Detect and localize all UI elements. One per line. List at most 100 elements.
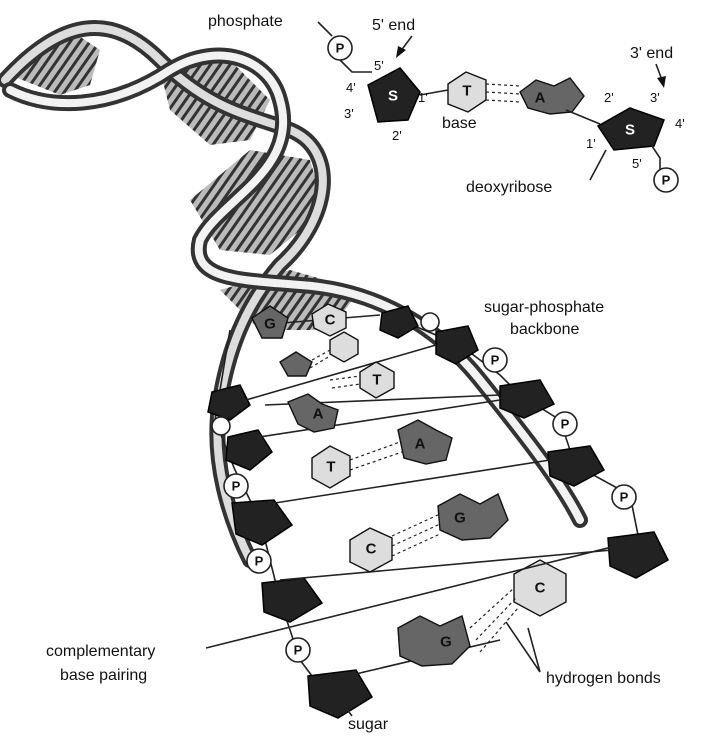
label-backbone-line2: backbone <box>510 321 579 338</box>
phosphate-link <box>339 59 372 73</box>
label-complementary-line1: complementary <box>46 643 155 660</box>
sugar-pentagon <box>225 429 273 471</box>
hydrogen-bonds-leader <box>505 621 541 673</box>
svg-text:S: S <box>388 88 398 105</box>
svg-text:G: G <box>440 634 452 651</box>
label-complementary-line2: base pairing <box>60 667 147 684</box>
svg-text:P: P <box>232 479 241 494</box>
right-sugars <box>379 305 669 579</box>
phosphate-circle <box>211 416 231 436</box>
svg-text:P: P <box>255 554 264 569</box>
phosphate-circle: P <box>611 484 637 510</box>
label-base: base <box>442 115 477 132</box>
svg-text:P: P <box>620 490 629 505</box>
arrow-head-icon <box>396 46 406 58</box>
helix-rungs-3 <box>190 150 325 255</box>
label-sugar: sugar <box>348 716 389 733</box>
labels: phosphate 5' end 3' end base deoxyribose… <box>46 13 673 733</box>
svg-text:T: T <box>326 459 335 476</box>
base-shape-pyrimidine <box>311 445 351 489</box>
sugar-pentagon <box>435 325 479 365</box>
label-5-end: 5' end <box>372 17 415 34</box>
sugar-pentagon <box>499 379 556 419</box>
hydrogen-bond-dashes <box>309 349 331 369</box>
label-3-end: 3' end <box>630 45 673 62</box>
svg-text:5': 5' <box>632 156 642 171</box>
left-sugars <box>207 384 374 719</box>
svg-text:5': 5' <box>374 58 384 73</box>
phosphate-circle: P <box>482 347 508 373</box>
base-shape-purine <box>437 492 509 541</box>
svg-text:1': 1' <box>418 90 428 105</box>
base-pair-5: T A <box>311 419 453 489</box>
sugar-pentagon <box>547 445 606 487</box>
base-pair-7: G C <box>397 559 567 667</box>
sugar-pentagon <box>261 577 324 623</box>
hydrogen-bond-dashes <box>485 83 521 103</box>
rung-line <box>245 344 437 401</box>
base-pairs: G C T A T A <box>239 303 613 681</box>
phosphate-circle: P <box>223 473 249 499</box>
base-shape-purine <box>397 419 453 465</box>
svg-text:G: G <box>454 510 466 527</box>
label-backbone-line1: sugar-phosphate <box>484 299 604 316</box>
base-shape-purine <box>251 305 289 339</box>
base-shape-pyrimidine: T <box>447 71 487 113</box>
base-shape-purine <box>287 393 339 433</box>
svg-text:C: C <box>366 541 377 558</box>
base-pair-1: G C <box>251 303 347 339</box>
sugar-pentagon <box>379 305 419 339</box>
base-shape-purine: A <box>519 77 585 115</box>
svg-text:C: C <box>325 312 336 329</box>
hydrogen-bond-dashes <box>391 513 441 557</box>
label-hydrogen-bonds: hydrogen bonds <box>546 670 661 687</box>
ladder-phosphates: P P P P P P <box>211 312 637 663</box>
arrow-head-icon <box>657 76 666 88</box>
hydrogen-bond-dashes <box>349 441 403 471</box>
sugar-pentagon <box>231 499 294 546</box>
base-shape-pyrimidine <box>349 527 393 573</box>
helix-rungs-1 <box>10 30 100 95</box>
double-helix <box>0 20 588 568</box>
sugar-pentagon: S <box>367 67 421 123</box>
nucleotide-inset: P S T A S P <box>317 21 685 193</box>
svg-text:3': 3' <box>650 90 660 105</box>
base-shape-pyrimidine <box>329 331 359 363</box>
svg-text:3': 3' <box>344 106 354 121</box>
phosphate-circle: P <box>653 167 679 193</box>
phosphate-circle: P <box>285 637 311 663</box>
sugar-pentagon <box>307 669 374 719</box>
rung-line <box>239 399 501 441</box>
base-shape-pyrimidine <box>513 559 567 617</box>
base-shape-purine <box>397 615 471 667</box>
svg-text:P: P <box>336 41 345 56</box>
phosphate-link <box>651 145 661 170</box>
helix-strand-2-light <box>6 51 584 524</box>
sugar-leader <box>339 699 353 717</box>
deoxyribose-leader <box>589 149 607 181</box>
phosphate-circle: P <box>552 411 578 437</box>
svg-text:G: G <box>264 316 276 333</box>
label-deoxyribose: deoxyribose <box>466 179 552 196</box>
phosphate-circle: P <box>246 548 272 574</box>
svg-text:1': 1' <box>586 136 596 151</box>
phosphate-circle: P <box>327 35 353 61</box>
svg-text:T: T <box>462 83 471 100</box>
base-shape-pyrimidine <box>359 361 395 399</box>
base-pair-2 <box>279 331 359 377</box>
sugar-pentagon <box>207 384 251 421</box>
svg-text:P: P <box>491 353 500 368</box>
label-phosphate: phosphate <box>208 13 283 30</box>
svg-text:A: A <box>313 406 324 423</box>
svg-text:T: T <box>372 372 381 389</box>
hydrogen-bond-dashes <box>329 375 361 389</box>
svg-text:2': 2' <box>604 90 614 105</box>
glycosidic-bond <box>419 89 449 96</box>
svg-text:A: A <box>415 436 426 453</box>
sugar-pentagon <box>607 531 669 579</box>
svg-text:P: P <box>561 417 570 432</box>
base-shape-pyrimidine <box>311 303 347 337</box>
rung-line <box>261 459 551 506</box>
